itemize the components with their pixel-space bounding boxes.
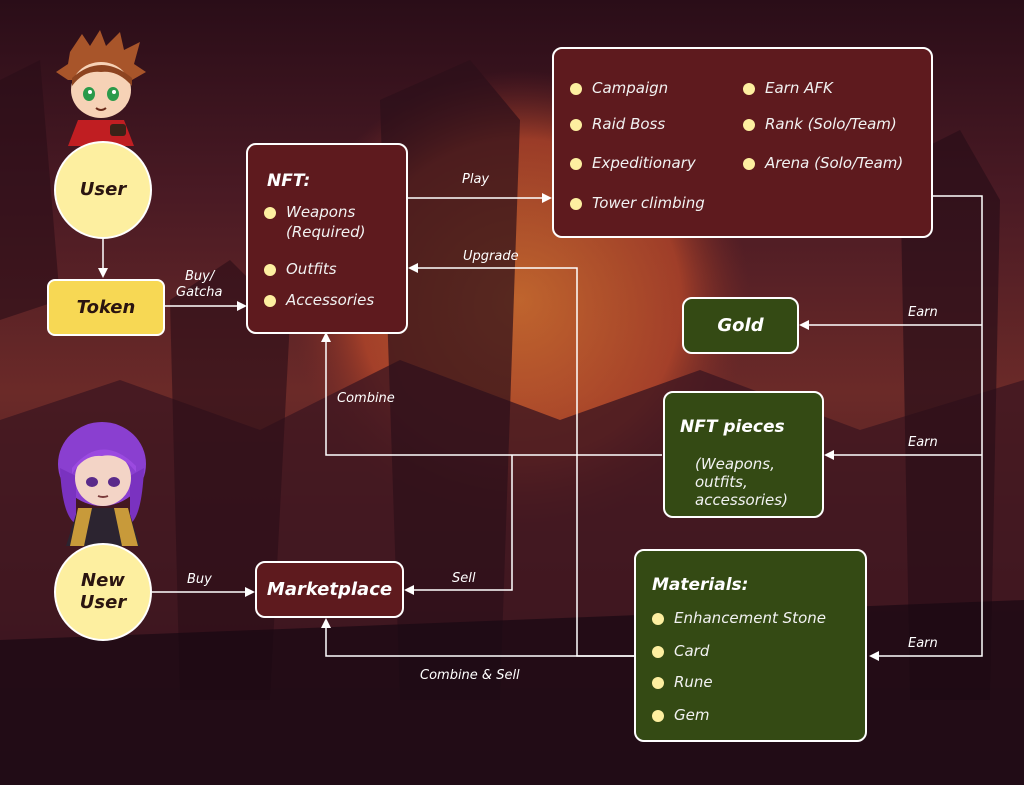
activity-rank: Rank (Solo/Team) xyxy=(765,115,897,133)
bullet-dot xyxy=(264,264,276,276)
nft-pieces-line3: accessories) xyxy=(695,491,788,509)
new-user-label-line2: User xyxy=(79,592,127,613)
nft-item-accessories: Accessories xyxy=(286,291,375,309)
activity-expeditionary: Expeditionary xyxy=(592,154,696,172)
activity-earn-afk: Earn AFK xyxy=(765,79,833,97)
token-label: Token xyxy=(76,297,136,318)
activity-raid-boss: Raid Boss xyxy=(592,115,666,133)
edge-label-upgrade: Upgrade xyxy=(463,249,519,264)
bullet-dot xyxy=(652,646,664,658)
marketplace-label: Marketplace xyxy=(266,579,393,600)
edge-label-earn-materials: Earn xyxy=(908,636,938,651)
bullet-dot xyxy=(743,83,755,95)
edge-label-sell: Sell xyxy=(452,571,476,586)
gold-node: Gold xyxy=(682,297,799,354)
marketplace-node: Marketplace xyxy=(255,561,404,618)
user-avatar xyxy=(56,30,146,146)
edge-label-buy: Buy/ xyxy=(185,269,215,284)
edge-label-combine-sell: Combine & Sell xyxy=(420,668,520,683)
material-card: Card xyxy=(674,642,710,660)
bullet-dot xyxy=(264,207,276,219)
bullet-dot xyxy=(570,83,582,95)
edge-label-earn-pieces: Earn xyxy=(908,435,938,450)
bullet-dot xyxy=(570,198,582,210)
new-user-avatar xyxy=(58,422,146,546)
new-user-node: New User xyxy=(54,543,152,641)
token-node: Token xyxy=(47,279,165,336)
nft-item-outfits: Outfits xyxy=(286,260,337,278)
bullet-dot xyxy=(570,158,582,170)
user-node: User xyxy=(54,141,152,239)
material-enhancement-stone: Enhancement Stone xyxy=(674,609,826,627)
nft-pieces-line2: outfits, xyxy=(695,473,748,491)
edge-label-gatcha: Gatcha xyxy=(176,285,223,300)
nft-pieces-line1: (Weapons, xyxy=(695,455,775,473)
nft-pieces-node: NFT pieces (Weapons, outfits, accessorie… xyxy=(663,391,824,518)
edge-label-earn-gold: Earn xyxy=(908,305,938,320)
bullet-dot xyxy=(264,295,276,307)
activity-arena: Arena (Solo/Team) xyxy=(765,154,904,172)
material-rune: Rune xyxy=(674,673,713,691)
materials-title: Materials: xyxy=(652,575,749,595)
activity-campaign: Campaign xyxy=(592,79,669,97)
nft-pieces-title: NFT pieces xyxy=(680,417,785,437)
material-gem: Gem xyxy=(674,706,710,724)
bullet-dot xyxy=(743,119,755,131)
nft-title: NFT: xyxy=(267,171,311,191)
nft-item-weapons: Weapons xyxy=(286,203,356,221)
activity-tower-climbing: Tower climbing xyxy=(592,194,705,212)
nft-node: NFT: Weapons (Required) Outfits Accessor… xyxy=(246,143,408,334)
bullet-dot xyxy=(743,158,755,170)
edge-label-play: Play xyxy=(462,172,490,187)
bullet-dot xyxy=(652,677,664,689)
bullet-dot xyxy=(570,119,582,131)
edge-label-buy-new: Buy xyxy=(187,572,212,587)
activities-node: Campaign Raid Boss Expeditionary Tower c… xyxy=(552,47,933,238)
bullet-dot xyxy=(652,613,664,625)
materials-node: Materials: Enhancement Stone Card Rune G… xyxy=(634,549,867,742)
edge-label-combine: Combine xyxy=(337,391,395,406)
user-label: User xyxy=(79,179,127,200)
gold-label: Gold xyxy=(717,315,764,336)
bullet-dot xyxy=(652,710,664,722)
nft-item-required: (Required) xyxy=(286,223,366,241)
new-user-label-line1: New xyxy=(81,570,125,591)
